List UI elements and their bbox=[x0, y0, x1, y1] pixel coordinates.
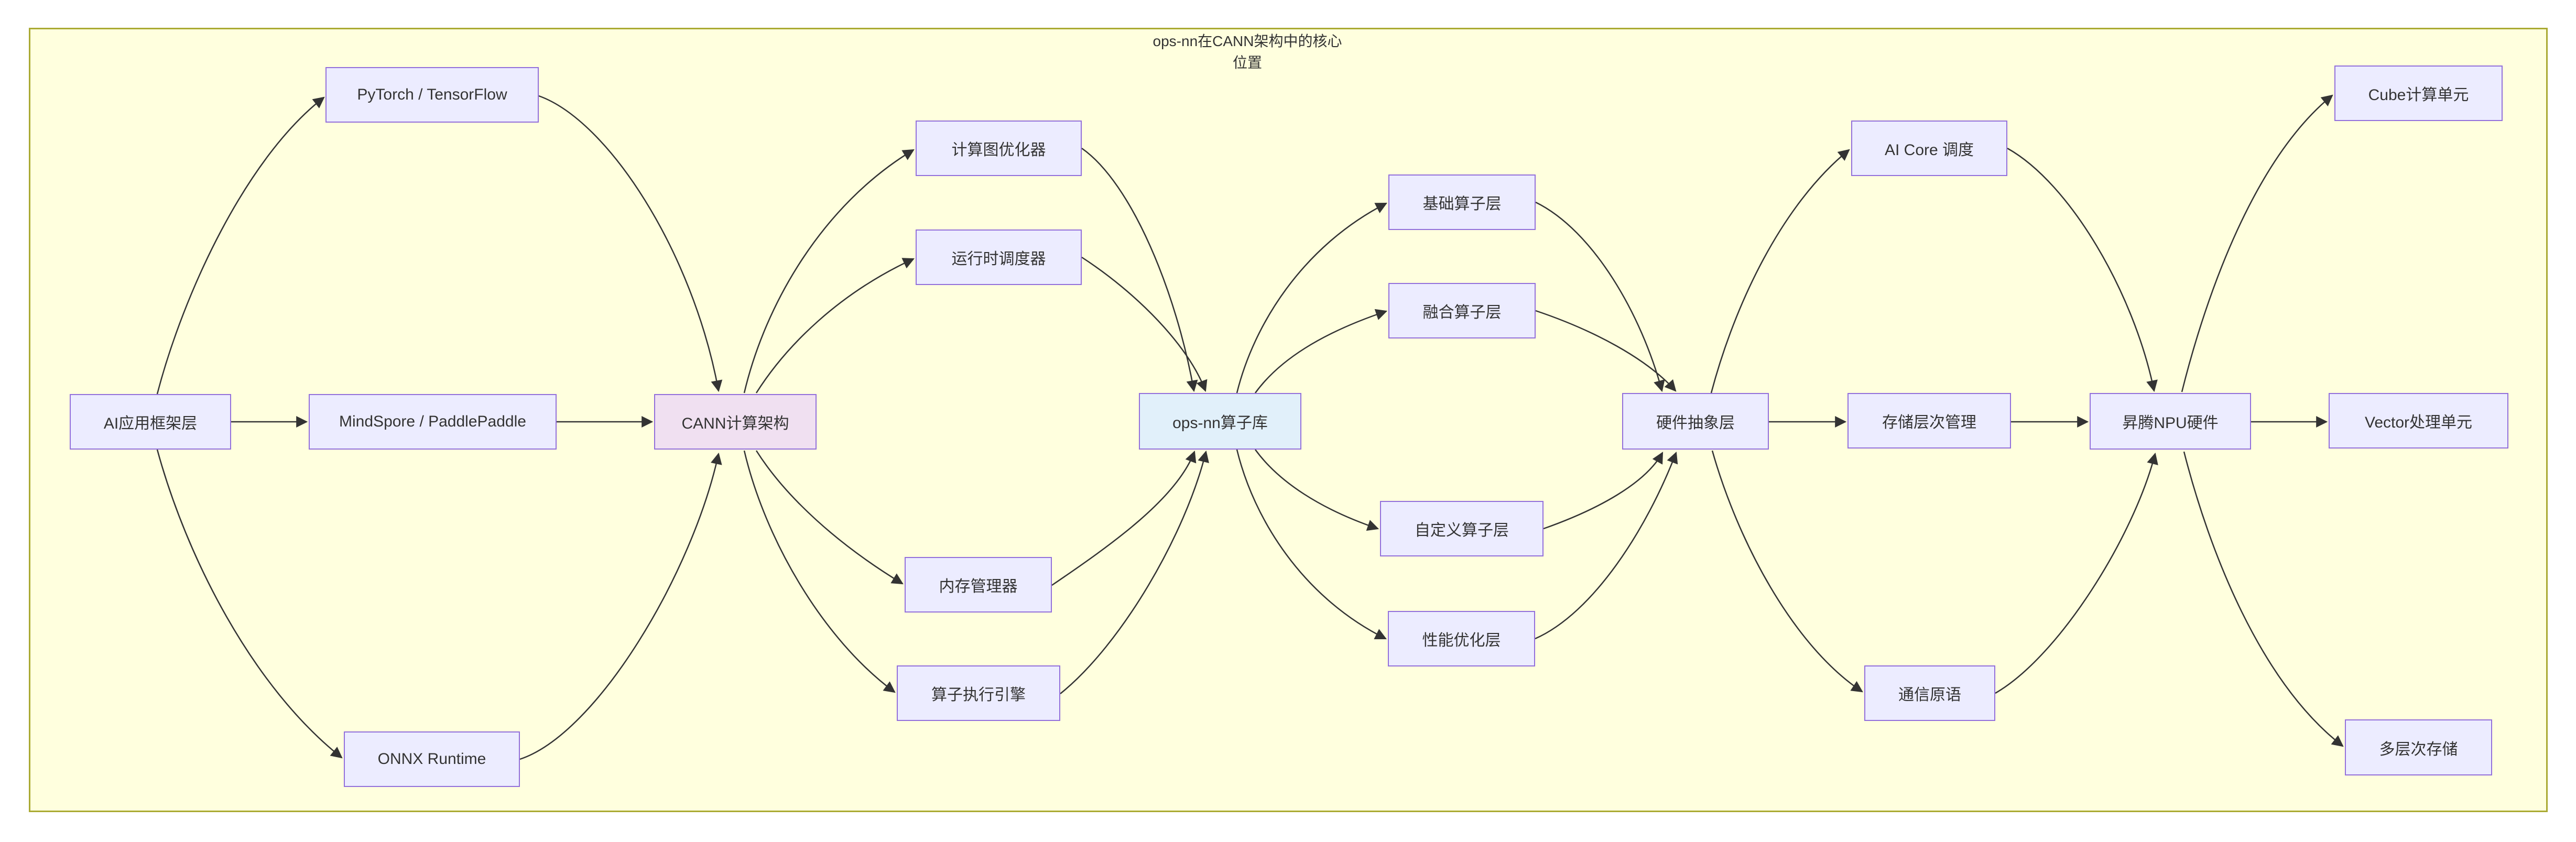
node-basic-ops-layer: 基础算子层 bbox=[1388, 174, 1536, 230]
node-vector-processing-unit: Vector处理单元 bbox=[2329, 393, 2508, 449]
edge-graph-optimizer-to-opsnn bbox=[1081, 147, 1198, 392]
node-graph-optimizer: 计算图优化器 bbox=[916, 121, 1082, 176]
edge-opsnn-to-basic-ops bbox=[1236, 202, 1387, 393]
node-label: 算子执行引擎 bbox=[931, 686, 1026, 704]
edge-perf-opt-to-hal bbox=[1535, 451, 1678, 640]
edge-cann-to-graph-optimizer bbox=[743, 149, 915, 393]
edge-op-exec-engine-to-opsnn bbox=[1060, 450, 1209, 694]
node-label: 硬件抽象层 bbox=[1656, 414, 1735, 432]
edge-ai-core-sched-to-npu bbox=[2007, 147, 2158, 392]
node-mindspore-paddlepaddle: MindSpore / PaddlePaddle bbox=[309, 394, 557, 450]
edge-opsnn-to-custom-ops bbox=[1254, 449, 1379, 531]
diagram-title-line1: ops-nn在CANN架构中的核心 bbox=[1153, 33, 1342, 49]
node-pytorch-tensorflow: PyTorch / TensorFlow bbox=[325, 67, 539, 123]
edge-ai-framework-to-pytorch bbox=[156, 96, 325, 395]
edge-runtime-scheduler-to-opsnn bbox=[1081, 256, 1208, 392]
node-cube-compute-unit: Cube计算单元 bbox=[2334, 65, 2503, 121]
node-label: Vector处理单元 bbox=[2364, 414, 2473, 431]
edge-opsnn-to-perf-opt bbox=[1236, 449, 1387, 640]
edge-comm-primitives-to-npu bbox=[1995, 452, 2158, 694]
edge-pytorch-to-cann bbox=[538, 95, 723, 392]
node-ai-framework: AI应用框架层 bbox=[70, 394, 231, 450]
node-hardware-abstraction-layer: 硬件抽象层 bbox=[1622, 393, 1769, 450]
node-label: 运行时调度器 bbox=[951, 250, 1046, 268]
node-label: Cube计算单元 bbox=[2368, 86, 2469, 104]
node-cann-architecture: CANN计算架构 bbox=[654, 394, 817, 450]
diagram-title: ops-nn在CANN架构中的核心 位置 bbox=[1153, 30, 1342, 73]
node-perf-opt-layer: 性能优化层 bbox=[1388, 611, 1535, 666]
node-label: 融合算子层 bbox=[1422, 304, 1502, 321]
node-label: 计算图优化器 bbox=[951, 141, 1046, 159]
node-label: 多层次存储 bbox=[2379, 740, 2458, 758]
edge-ai-framework-to-onnx bbox=[156, 449, 343, 759]
node-label: 性能优化层 bbox=[1422, 632, 1501, 649]
node-runtime-scheduler: 运行时调度器 bbox=[916, 229, 1082, 285]
diagram-title-line2: 位置 bbox=[1232, 54, 1263, 71]
node-storage-hierarchy-mgmt: 存储层次管理 bbox=[1847, 393, 2011, 449]
node-label: 通信原语 bbox=[1898, 686, 1961, 704]
node-label: AI Core 调度 bbox=[1884, 141, 1974, 159]
node-fused-ops-layer: 融合算子层 bbox=[1388, 283, 1536, 338]
node-label: 内存管理器 bbox=[939, 578, 1018, 595]
node-label: 基础算子层 bbox=[1422, 195, 1502, 213]
edge-cann-to-op-exec-engine bbox=[743, 450, 896, 693]
edge-hal-to-comm-primitives bbox=[1711, 450, 1863, 693]
edge-cann-to-runtime-scheduler bbox=[755, 258, 915, 393]
edge-npu-to-cube-unit bbox=[2181, 94, 2333, 392]
node-label: AI应用框架层 bbox=[103, 415, 198, 432]
node-onnx-runtime: ONNX Runtime bbox=[344, 731, 520, 787]
node-label: CANN计算架构 bbox=[681, 415, 789, 432]
node-label: ONNX Runtime bbox=[377, 750, 486, 768]
node-opsnn-library: ops-nn算子库 bbox=[1139, 393, 1301, 450]
node-label: MindSpore / PaddlePaddle bbox=[339, 413, 526, 430]
node-label: 自定义算子层 bbox=[1415, 522, 1509, 539]
edge-npu-to-multi-storage bbox=[2183, 451, 2344, 747]
edge-basic-ops-to-hal bbox=[1535, 201, 1665, 392]
node-multi-level-storage: 多层次存储 bbox=[2345, 719, 2492, 775]
edge-memory-manager-to-opsnn bbox=[1051, 450, 1197, 586]
node-label: PyTorch / TensorFlow bbox=[357, 86, 507, 103]
node-label: 存储层次管理 bbox=[1882, 414, 1976, 431]
node-op-exec-engine: 算子执行引擎 bbox=[897, 665, 1060, 721]
node-comm-primitives: 通信原语 bbox=[1864, 665, 1995, 721]
edge-onnx-to-cann bbox=[519, 452, 722, 760]
node-label: 昇腾NPU硬件 bbox=[2122, 414, 2219, 432]
node-ai-core-sched: AI Core 调度 bbox=[1851, 121, 2007, 176]
edge-opsnn-to-fused-ops bbox=[1254, 309, 1388, 393]
edge-custom-ops-to-hal bbox=[1543, 452, 1664, 530]
edge-hal-to-ai-core-sched bbox=[1710, 149, 1850, 393]
node-memory-manager: 内存管理器 bbox=[905, 557, 1052, 613]
node-label: ops-nn算子库 bbox=[1172, 414, 1268, 432]
node-ascend-npu-hardware: 昇腾NPU硬件 bbox=[2090, 393, 2251, 450]
node-custom-ops-layer: 自定义算子层 bbox=[1380, 501, 1544, 556]
edge-fused-ops-to-hal bbox=[1535, 310, 1677, 392]
edge-cann-to-memory-manager bbox=[755, 450, 904, 585]
